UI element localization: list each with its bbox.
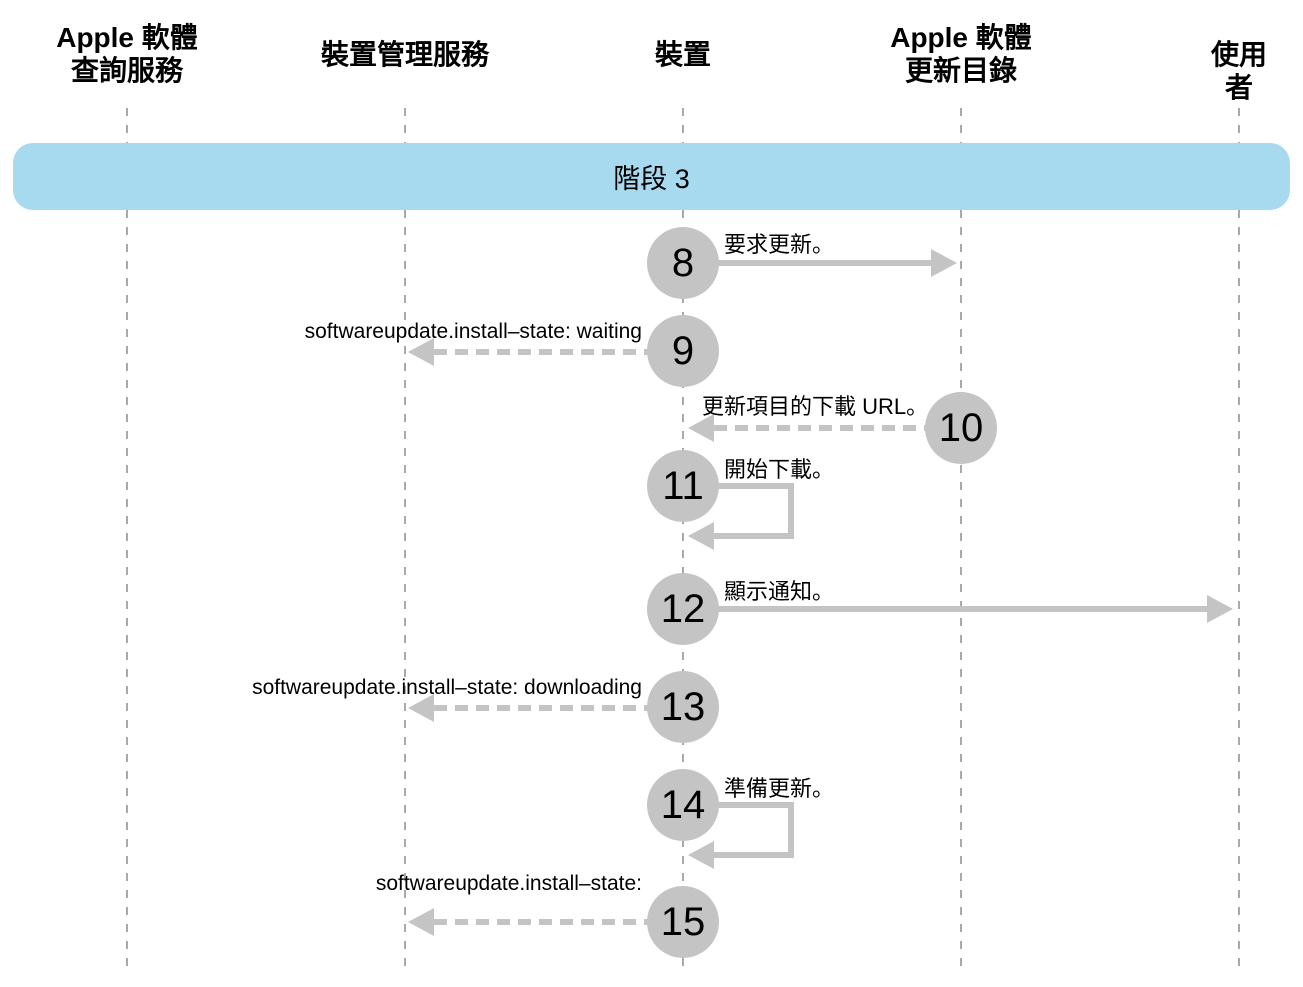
lifeline-apple-software-update-catalog (960, 108, 962, 975)
phase-band-label: 階段 3 (613, 164, 690, 194)
step-number: 12 (660, 586, 706, 631)
step-circle-8: 8 (647, 227, 719, 299)
message-label-step-9: softwareupdate.install–state: waiting (304, 320, 642, 343)
step-circle-14: 14 (647, 769, 719, 841)
arrow-shaft-step-13 (434, 705, 650, 711)
arrowhead-left-icon (408, 338, 434, 366)
arrowhead-left-icon (408, 908, 434, 936)
message-label-step-8: 要求更新。 (724, 232, 835, 257)
message-label-step-11: 開始下載。 (724, 457, 835, 482)
self-loop-step-14 (700, 802, 794, 858)
step-number: 8 (671, 240, 695, 285)
actor-label-device: 裝置 (654, 39, 712, 70)
step-circle-12: 12 (647, 573, 719, 645)
actor-label-apple-software-update-catalog: Apple 軟體 更新目錄 (890, 22, 1032, 86)
arrowhead-right-icon (931, 249, 957, 277)
step-number: 11 (662, 463, 704, 508)
step-circle-9: 9 (647, 315, 719, 387)
step-circle-10: 10 (925, 392, 997, 464)
actor-label-device-management-service: 裝置管理服務 (320, 39, 490, 70)
arrowhead-left-icon (688, 414, 714, 442)
step-circle-13: 13 (647, 671, 719, 743)
lifeline-device-management-service (404, 108, 406, 975)
arrowhead-left-icon (688, 841, 714, 869)
step-number: 15 (660, 899, 706, 944)
step-circle-11: 11 (647, 450, 719, 522)
phase-band: 階段 3 (13, 143, 1290, 210)
actor-label-user: 使用者 (1210, 39, 1267, 103)
arrow-shaft-step-15 (434, 919, 650, 925)
lifeline-apple-software-lookup-service (126, 108, 128, 975)
arrow-shaft-step-8 (710, 260, 931, 266)
lifeline-device (682, 108, 684, 975)
message-label-step-13: softwareupdate.install–state: downloadin… (252, 676, 642, 699)
step-number: 9 (671, 328, 695, 373)
message-label-step-10: 更新項目的下載 URL。 (702, 394, 929, 419)
actor-label-apple-software-lookup-service: Apple 軟體 查詢服務 (56, 22, 198, 86)
arrowhead-left-icon (688, 522, 714, 550)
message-label-step-14: 準備更新。 (724, 776, 835, 801)
arrowhead-right-icon (1207, 595, 1233, 623)
step-circle-15: 15 (647, 886, 719, 958)
arrow-shaft-step-10 (714, 425, 928, 431)
step-number: 14 (660, 782, 706, 827)
lifeline-user (1238, 108, 1240, 975)
message-label-step-15: softwareupdate.install–state: (375, 872, 642, 895)
step-number: 10 (938, 405, 984, 450)
message-label-step-12: 顯示通知。 (724, 579, 835, 604)
self-loop-step-11 (700, 483, 794, 539)
step-number: 13 (660, 684, 706, 729)
arrow-shaft-step-9 (434, 349, 650, 355)
arrowhead-left-icon (408, 694, 434, 722)
arrow-shaft-step-12 (710, 606, 1207, 612)
